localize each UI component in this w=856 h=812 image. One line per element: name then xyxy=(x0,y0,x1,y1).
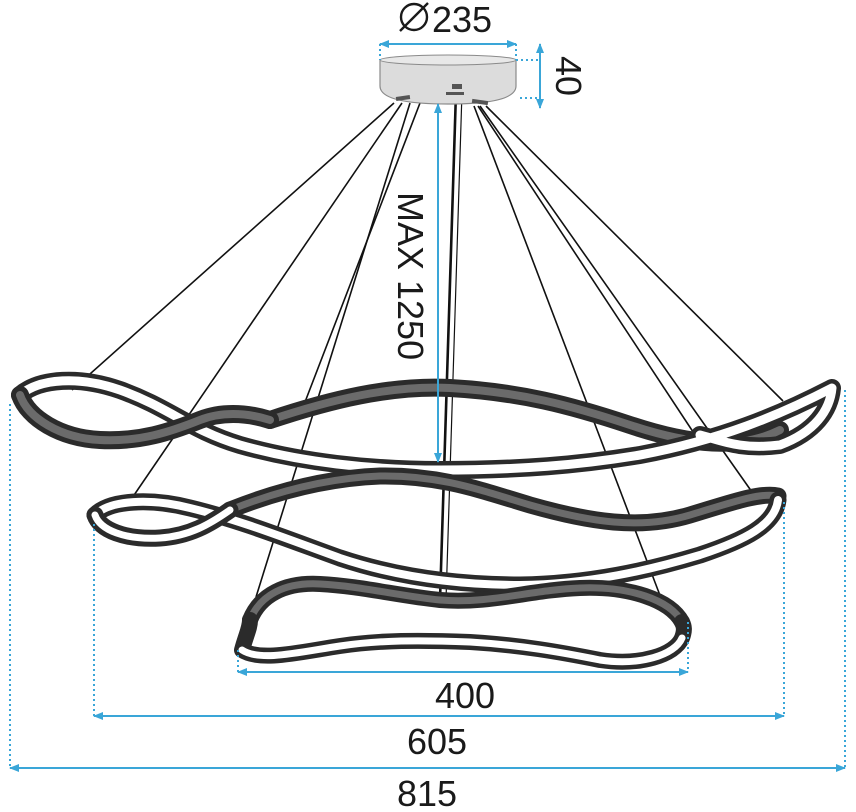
wire-large-left xyxy=(71,102,395,391)
canopy-diameter-label: 235 xyxy=(432,0,492,40)
wire-small-left xyxy=(255,102,411,598)
ring-small-back-inner xyxy=(246,580,686,626)
wire-mid-left xyxy=(299,102,421,416)
ring-small-width-label: 400 xyxy=(435,675,495,716)
dim-ring-medium: 605 xyxy=(93,502,785,762)
dim-max-drop: MAX 1250 xyxy=(390,103,442,463)
ring-large-front-glow xyxy=(15,376,837,475)
canopy xyxy=(379,54,517,106)
ring-medium-front-glow xyxy=(91,496,782,589)
ring-large-width-label: 815 xyxy=(397,773,457,812)
suspension-wires xyxy=(71,91,784,607)
ring-large xyxy=(11,371,841,479)
ring-medium xyxy=(86,467,787,594)
canopy-height-label: 40 xyxy=(548,56,589,96)
canopy-fixtures xyxy=(395,84,489,106)
ring-large-left-loop-inner xyxy=(16,391,274,445)
canopy-top xyxy=(379,54,517,66)
wire-mid-right xyxy=(477,105,706,451)
dim-ring-small: 400 xyxy=(237,622,689,716)
wire-power-cord-2 xyxy=(445,91,463,601)
ring-small xyxy=(234,575,692,670)
canopy-body xyxy=(379,59,517,105)
dim-canopy-diameter: 235 xyxy=(379,0,517,60)
max-drop-label: MAX 1250 xyxy=(390,192,431,360)
ring-medium-back-inner xyxy=(226,472,782,527)
ring-small-front-glow xyxy=(238,634,686,666)
ring-medium-left-loop-glow xyxy=(91,506,234,542)
wire-power-cord xyxy=(438,91,458,601)
dim-ring-large: 815 xyxy=(9,390,846,812)
ring-medium-width-label: 605 xyxy=(407,721,467,762)
diameter-symbol-icon xyxy=(399,2,429,32)
wire-large-right xyxy=(485,105,784,402)
dim-canopy-height: 40 xyxy=(516,43,589,109)
